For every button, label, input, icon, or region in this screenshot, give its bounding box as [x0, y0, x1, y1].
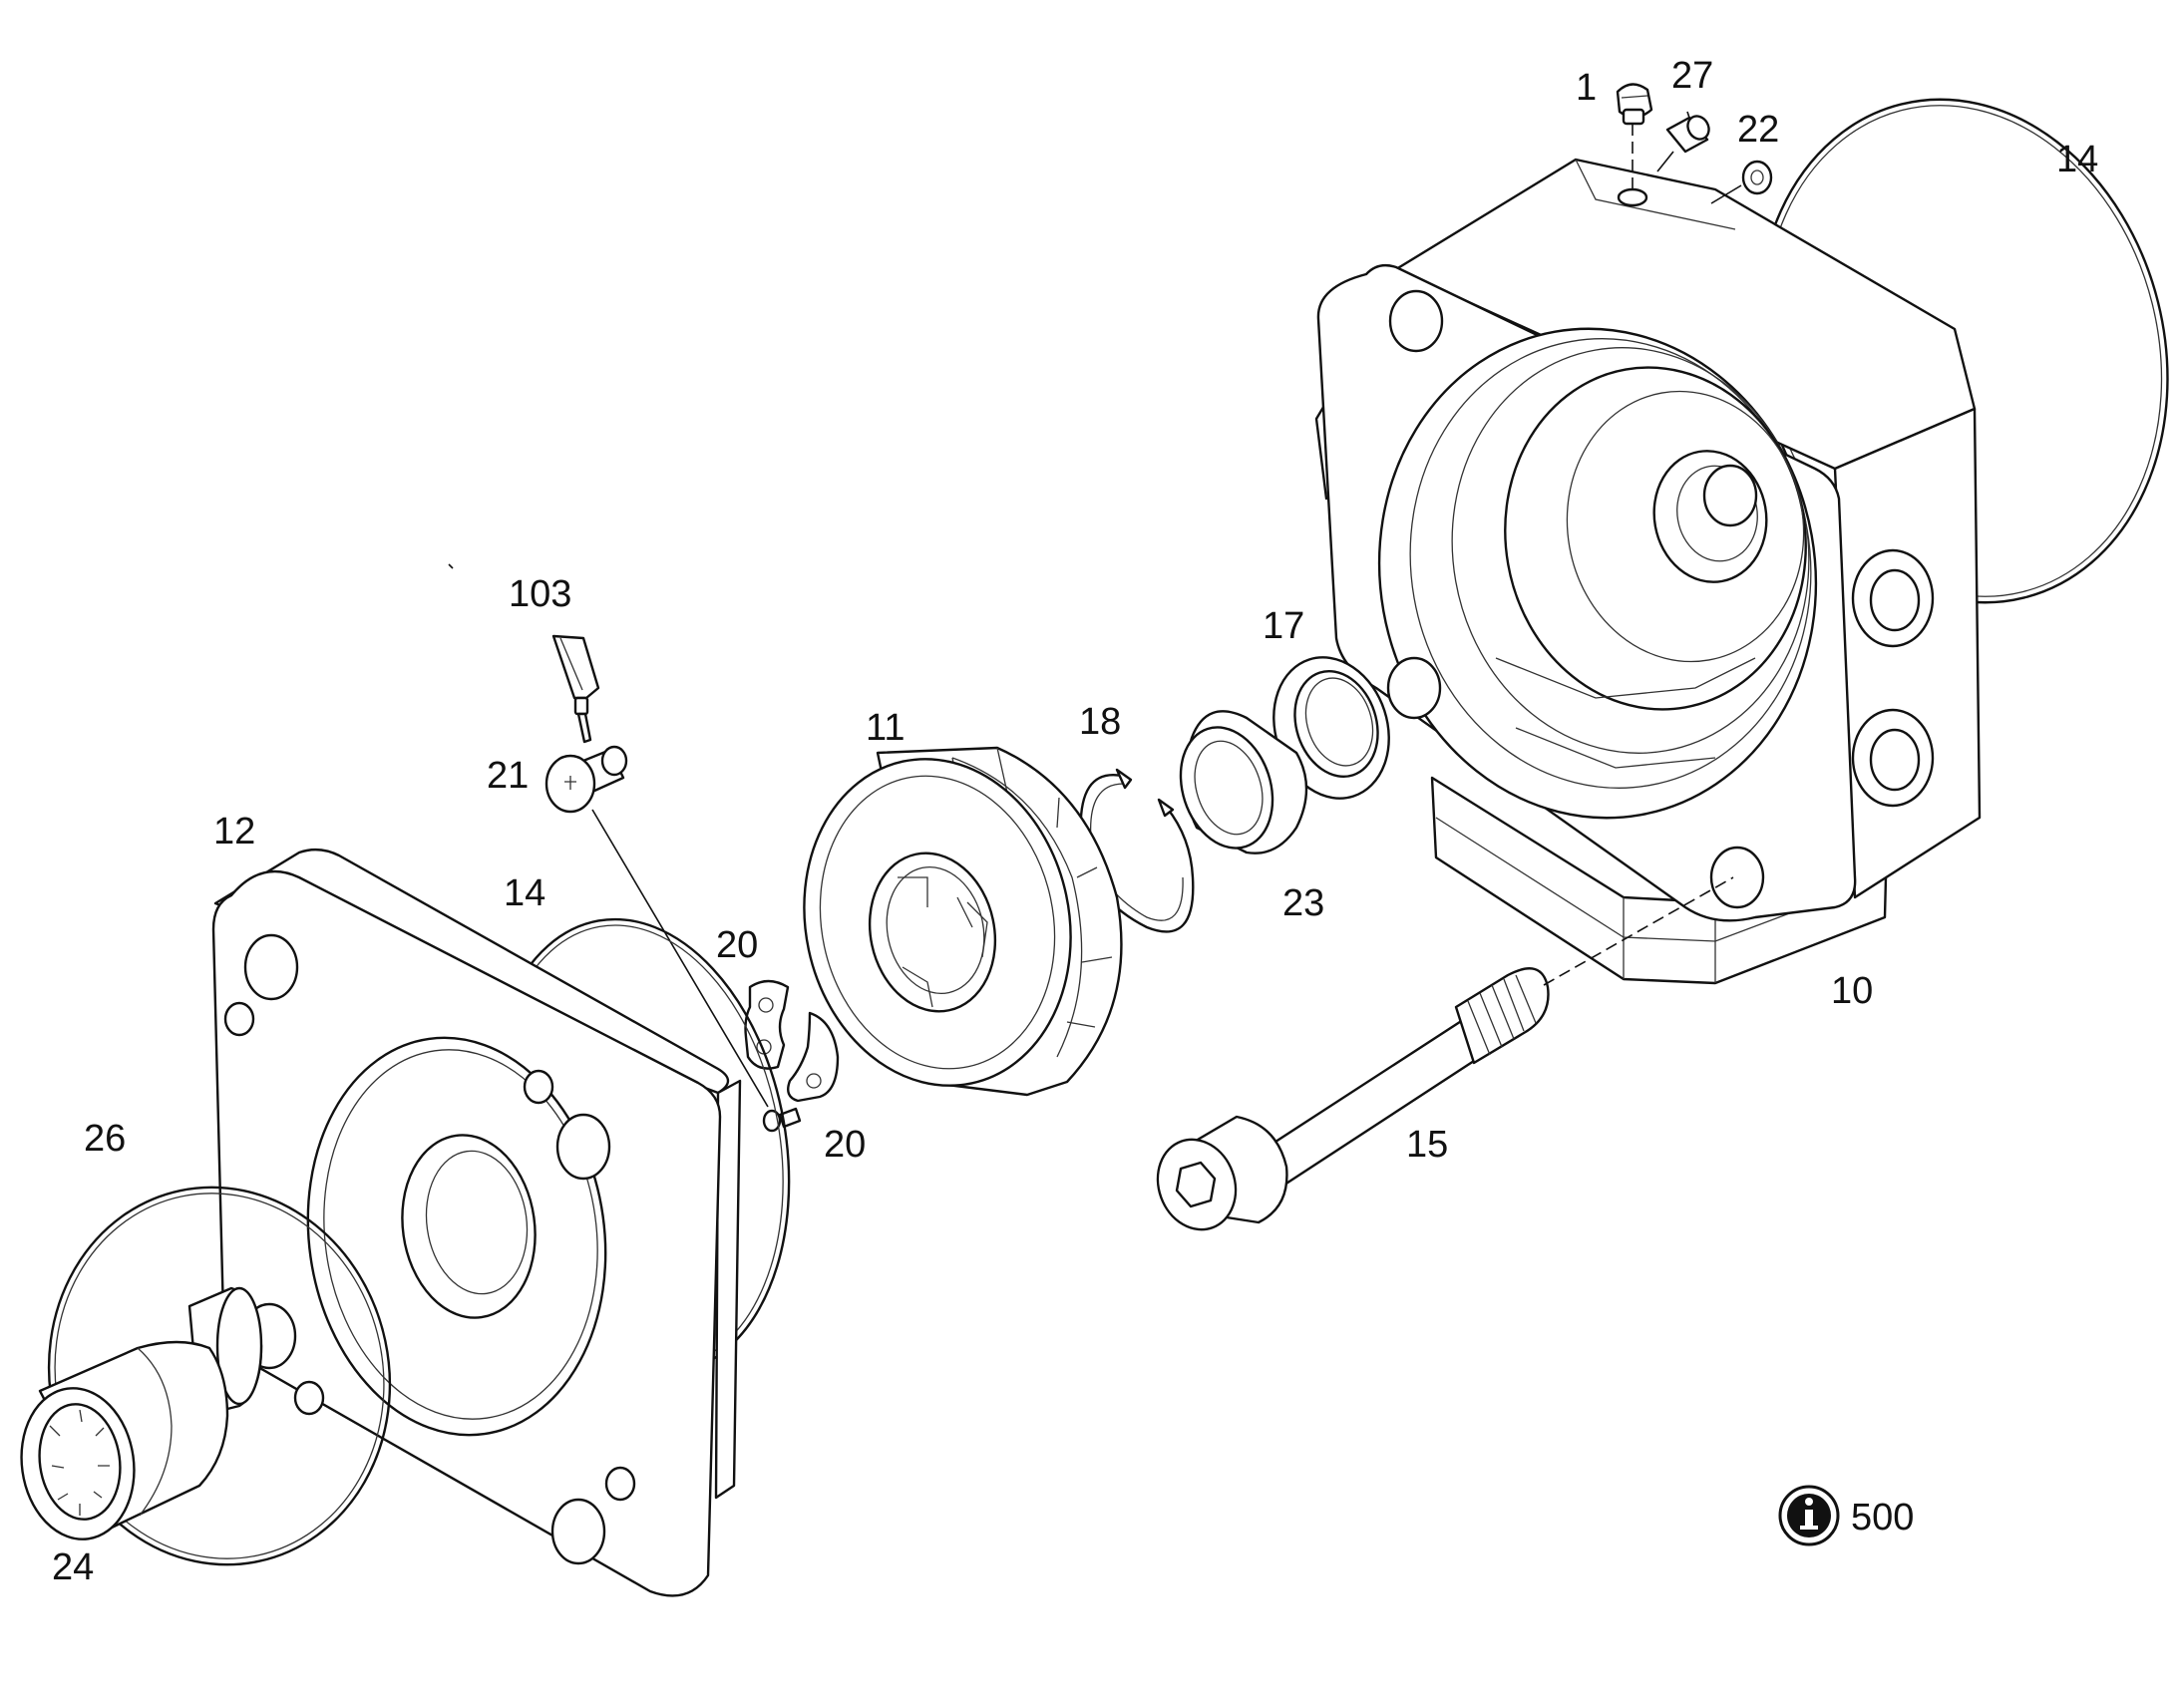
screw-part-21: [545, 745, 769, 1108]
housing-part-10: [1314, 158, 1982, 985]
label-26: 26: [84, 1118, 126, 1160]
label-15: 15: [1406, 1124, 1448, 1166]
label-14-front: 14: [504, 872, 545, 914]
info-reference[interactable]: 500: [1778, 1485, 1914, 1546]
label-27: 27: [1671, 55, 1713, 97]
bearing-ring-part-23: [1179, 710, 1308, 854]
label-10: 10: [1831, 970, 1873, 1012]
info-icon: [1778, 1485, 1840, 1546]
bolt-part-15: [1156, 876, 1734, 1231]
label-103: 103: [509, 573, 571, 615]
label-23: 23: [1282, 882, 1324, 924]
leader-27: [1686, 111, 1690, 119]
coupling-part-24: [20, 1286, 263, 1540]
small-screw-part-20: [762, 1107, 802, 1133]
lock-plate-part-20-lower: [787, 1011, 840, 1103]
label-14-rear: 14: [2056, 139, 2098, 180]
label-22: 22: [1737, 109, 1779, 151]
label-11: 11: [866, 707, 905, 749]
flange-part-12: [211, 848, 742, 1597]
info-number: 500: [1851, 1497, 1914, 1538]
grease-tube-part-103: [551, 634, 600, 744]
label-20-upper: 20: [716, 924, 758, 966]
label-24: 24: [52, 1546, 94, 1588]
label-21: 21: [487, 755, 529, 797]
label-12: 12: [213, 811, 255, 853]
label-17: 17: [1263, 605, 1304, 647]
sleeve-part-27: [1656, 115, 1710, 172]
label-1: 1: [1576, 67, 1597, 109]
label-20-lower: 20: [824, 1124, 866, 1166]
label-18: 18: [1079, 701, 1121, 743]
washer-part-22: [1710, 160, 1773, 204]
stray-mark: [448, 563, 454, 569]
rotor-part-11: [803, 746, 1123, 1097]
vent-screw-part-1: [1616, 83, 1653, 195]
